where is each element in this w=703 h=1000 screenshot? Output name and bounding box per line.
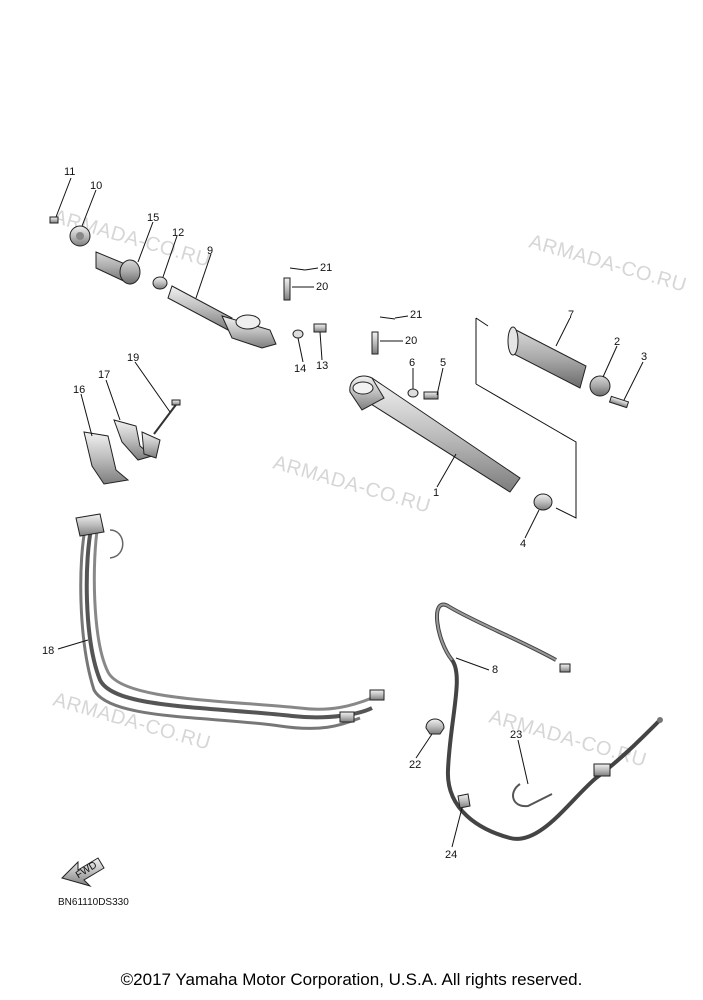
part-14-washer [292,329,304,339]
callout-6: 6 [409,357,415,369]
callout-2: 2 [614,336,620,348]
callout-14: 14 [294,363,306,375]
throttle-assembly [49,216,327,349]
part-6-washer [407,388,419,398]
watermarks: ARMADA-CO.RU ARMADA-CO.RU ARMADA-CO.RU A… [51,206,689,772]
callout-3: 3 [641,351,647,363]
callout-20a: 20 [316,281,328,293]
part-11-screw [49,216,59,224]
callout-21b: 21 [410,309,422,321]
callout-17: 17 [98,369,110,381]
part-23-band [512,783,553,808]
part-8-cable [435,602,663,841]
callout-22: 22 [409,759,421,771]
part-16-bracket [83,431,130,485]
bracket-assembly [83,399,181,485]
callout-15: 15 [147,212,159,224]
part-2-end-weight [589,375,611,397]
callout-4: 4 [520,538,526,550]
part-4-collar [533,493,553,511]
part-18-cable [75,513,385,730]
callout-16: 16 [73,384,85,396]
part-5-bolt [423,391,439,400]
part-10-cap [69,225,91,247]
callout-1: 1 [433,487,439,499]
callout-11: 11 [64,166,75,178]
callouts: 11 10 15 12 9 21 20 14 13 21 20 6 5 7 2 … [42,166,647,861]
part-3-screw [608,395,630,409]
callout-5: 5 [440,357,446,369]
watermark-3: ARMADA-CO.RU [271,452,433,518]
part-7-grip-right [507,326,587,389]
part-15-grip [95,251,141,285]
callout-21a: 21 [320,262,332,274]
callout-7: 7 [568,309,574,321]
assembly-bracket [475,317,577,519]
part-21-clip-lower [379,316,396,320]
part-1-handlebar-right [349,375,521,493]
callout-12: 12 [172,227,184,239]
part-20-bolt-upper [283,277,291,301]
watermark-2: ARMADA-CO.RU [527,231,689,297]
callout-19: 19 [127,352,139,364]
part-17-bracket [113,419,161,461]
part-22-clamp [425,718,445,735]
part-20-bolt-lower [371,331,379,355]
callout-23: 23 [510,729,522,741]
part-12-collar [152,276,168,290]
diagram-code: BN61110DS330 [58,897,129,908]
part-21-clip-upper [289,267,306,271]
callout-8: 8 [492,664,498,676]
copyright-notice: ©2017 Yamaha Motor Corporation, U.S.A. A… [120,970,583,989]
fwd-arrow: FWD [61,857,105,888]
part-19-bolt [153,399,181,435]
callout-10: 10 [90,180,102,192]
callout-20b: 20 [405,335,417,347]
callout-9: 9 [207,245,213,257]
callout-24: 24 [445,849,457,861]
right-handlebar-assembly [349,316,630,519]
part-9-handlebar-left [167,285,277,349]
leader-lines [55,177,644,848]
part-24-clip [457,793,471,809]
callout-13: 13 [316,360,328,372]
callout-18: 18 [42,645,54,657]
part-13-bolt [313,323,327,333]
